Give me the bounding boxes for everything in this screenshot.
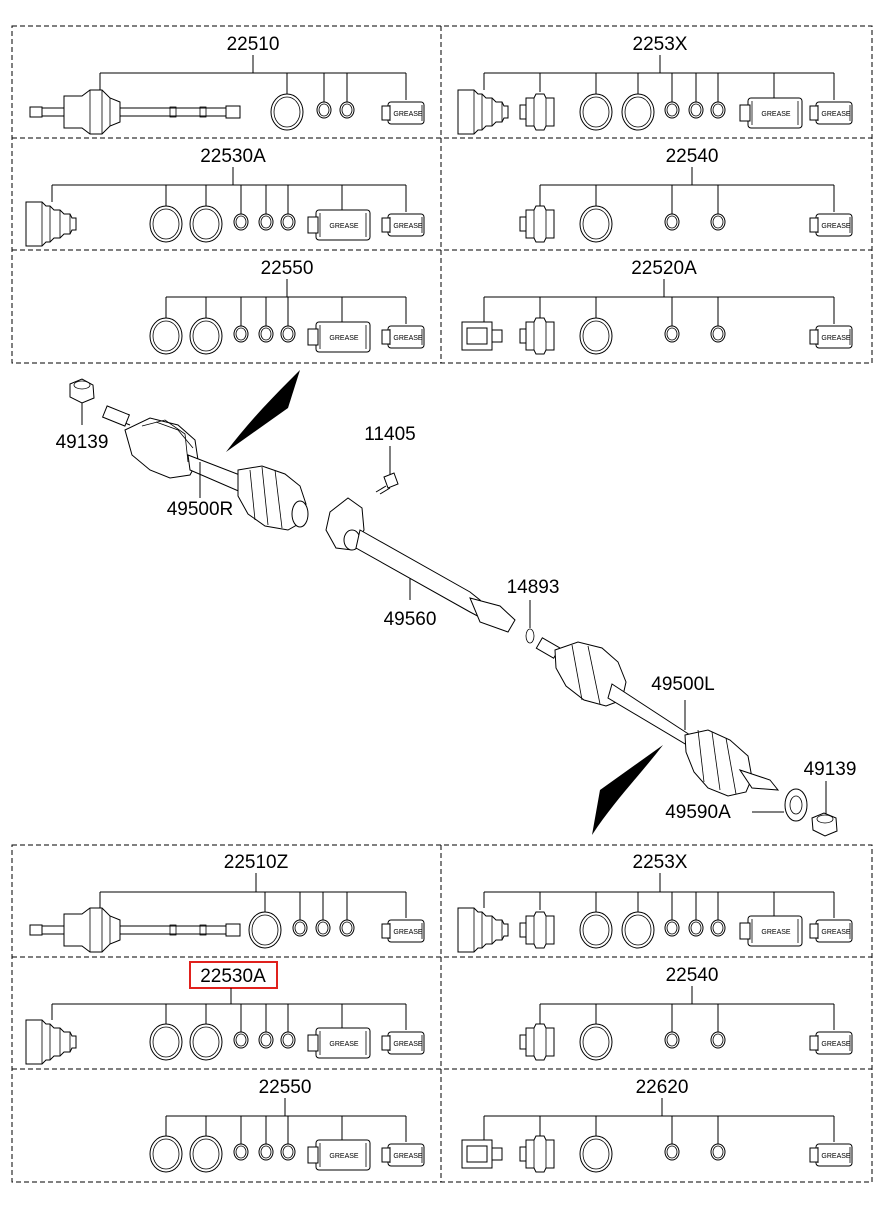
- grease-label: GREASE: [393, 111, 423, 118]
- grease-label: GREASE: [821, 335, 851, 342]
- grease-label: GREASE: [761, 929, 791, 936]
- kit-label: 22510Z: [224, 852, 289, 873]
- pointer-wedge-top: [226, 370, 300, 452]
- grease-label: GREASE: [393, 1041, 423, 1048]
- kit-panel-22530A-highlighted[interactable]: 22530A GREASE GREASE: [25, 961, 425, 1065]
- circlip-14893[interactable]: 14893: [507, 577, 560, 644]
- callout-label: 49500R: [167, 499, 234, 520]
- tone-ring-49590A[interactable]: 49590A: [665, 788, 808, 823]
- callout-label: 49590A: [665, 802, 731, 823]
- callout-label: 49560: [384, 609, 437, 630]
- kit-panel-22510Z[interactable]: 22510Z GREASE: [29, 852, 425, 953]
- highlight-box: [189, 961, 278, 989]
- bottom-parts-grid: [11, 844, 873, 1183]
- kit-label: 22550: [261, 258, 314, 279]
- kit-panel-22510[interactable]: 22510 GREASE: [29, 34, 425, 135]
- exploded-drive-shaft-view: 49139 49500R 11405: [56, 370, 857, 837]
- grease-label: GREASE: [821, 1041, 851, 1048]
- kit-panel-2253X[interactable]: 2253X GREASE GREASE: [457, 34, 853, 135]
- callout-label: 14893: [507, 577, 560, 598]
- grease-label: GREASE: [329, 1041, 359, 1048]
- kit-panel-22540[interactable]: 22540 GREASE: [519, 146, 853, 243]
- kit-panel-22530A[interactable]: 22530A GREASE GREASE: [25, 146, 425, 247]
- kit-label: 2253X: [633, 852, 688, 873]
- kit-panel-22540[interactable]: 22540 GREASE: [519, 965, 853, 1061]
- kit-label: 22550: [259, 1077, 312, 1098]
- kit-label: 22540: [666, 965, 719, 986]
- intermediate-shaft-49560[interactable]: 49560: [325, 497, 516, 633]
- kit-panel-22520A[interactable]: 22520A GREASE: [461, 258, 853, 355]
- kit-label: 22530A: [200, 966, 266, 987]
- kit-label: 22510: [227, 34, 280, 55]
- kit-label: 22520A: [631, 258, 697, 279]
- callout-label: 11405: [364, 424, 415, 445]
- kit-label: 22530A: [200, 146, 266, 167]
- grease-label: GREASE: [329, 1153, 359, 1160]
- kit-panel-2253X[interactable]: 2253X GREASE GREASE: [457, 852, 853, 953]
- grease-label: GREASE: [821, 1153, 851, 1160]
- grease-label: GREASE: [329, 223, 359, 230]
- callout-label: 49139: [804, 759, 857, 780]
- grease-label: GREASE: [329, 335, 359, 342]
- grease-label: GREASE: [821, 223, 851, 230]
- kit-label: 2253X: [633, 34, 688, 55]
- nut-49139-bottom[interactable]: 49139: [804, 759, 857, 837]
- grease-label: GREASE: [821, 929, 851, 936]
- kit-label: 22620: [636, 1077, 689, 1098]
- kit-panel-22550[interactable]: 22550 GREASE GREASE: [149, 1077, 425, 1173]
- nut-49139-top[interactable]: 49139: [56, 378, 109, 453]
- bolt-11405[interactable]: 11405: [364, 424, 416, 495]
- grease-label: GREASE: [393, 335, 423, 342]
- callout-label: 49500L: [651, 674, 714, 695]
- grease-label: GREASE: [821, 111, 851, 118]
- pointer-wedge-bottom: [592, 745, 663, 835]
- callout-label: 49139: [56, 432, 109, 453]
- grease-label: GREASE: [393, 1153, 423, 1160]
- shaft-49500R[interactable]: 49500R: [101, 405, 309, 531]
- grease-label: GREASE: [393, 929, 423, 936]
- kit-panel-22620[interactable]: 22620 GREASE: [461, 1077, 853, 1173]
- top-parts-grid: [11, 25, 873, 364]
- shaft-49500L[interactable]: 49500L: [535, 637, 780, 797]
- kit-panel-22550[interactable]: 22550 GREASE GREASE: [149, 258, 425, 355]
- grease-label: GREASE: [761, 111, 791, 118]
- kit-label: 22540: [666, 146, 719, 167]
- grease-label: GREASE: [393, 223, 423, 230]
